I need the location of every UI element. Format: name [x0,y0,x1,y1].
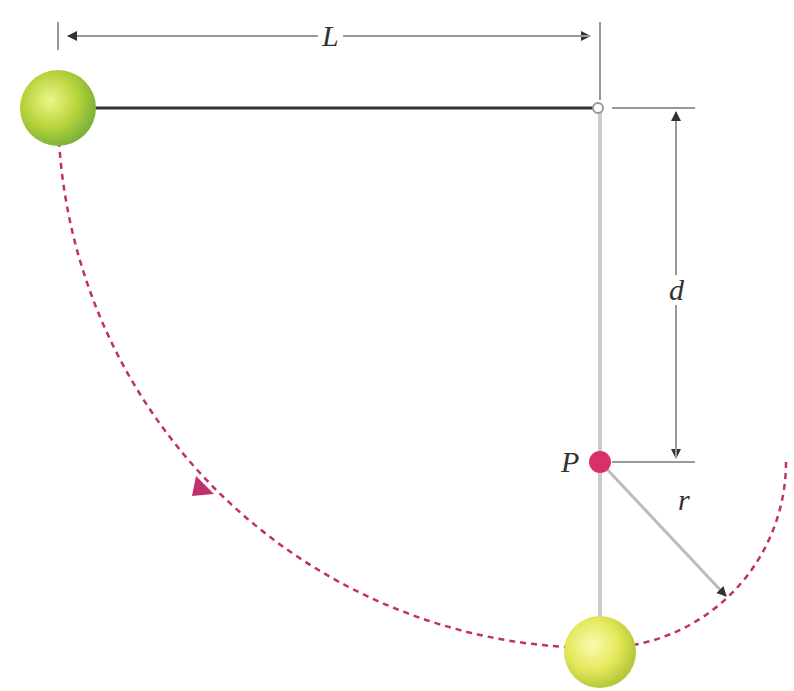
horizontal-string [90,107,594,110]
point-label: P [557,447,583,477]
dimension-label: d [665,275,688,305]
dimension-label: r [674,485,694,515]
peg-distance-dimension [612,108,695,462]
pendulum-bob [564,616,636,688]
swing-arc [58,108,598,648]
radius-line [604,466,726,596]
vertical-string [598,112,602,640]
dimension-label: L [318,21,343,51]
pendulum-bob [20,70,96,146]
pivot [593,103,603,113]
peg [589,451,611,473]
small-swing-arc [600,462,786,648]
direction-arrow [192,476,214,496]
length-dimension [58,22,600,100]
